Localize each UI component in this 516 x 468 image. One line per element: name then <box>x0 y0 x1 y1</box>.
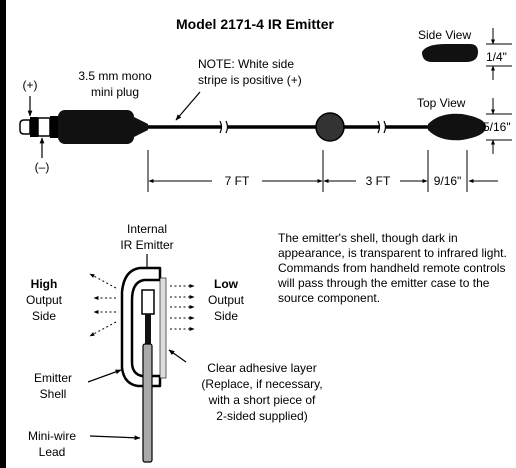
note-line1: NOTE: White side <box>198 57 295 71</box>
high-label-line3: Side <box>31 309 57 323</box>
mini-wire-lead <box>142 343 153 463</box>
shell-label-line2: Shell <box>39 387 67 401</box>
internal-label-line2: IR Emitter <box>120 238 174 252</box>
side-view-dim: 1/4" <box>486 50 507 64</box>
emitter-top-view <box>428 113 486 141</box>
adhesive-line4: 2-sided supplied) <box>216 409 308 423</box>
top-view-label: Top View <box>417 96 466 110</box>
length-dimensions <box>147 150 498 192</box>
dim-three-ft: 3 FT <box>365 174 391 188</box>
top-view-dim: 5/16" <box>483 120 511 134</box>
adhesive-strip <box>159 277 167 379</box>
dim-seven-ft: 7 FT <box>224 174 250 188</box>
side-view-label: Side View <box>418 28 472 42</box>
emitter-leg <box>145 314 151 344</box>
note-arrow <box>175 91 201 121</box>
adhesive-line1: Clear adhesive layer <box>207 361 317 375</box>
adhesive-arrow <box>168 349 187 363</box>
lead-label-line1: Mini-wire <box>28 429 76 443</box>
low-output-rays <box>170 284 195 331</box>
shell-description: The emitter's shell, though dark in appe… <box>278 231 507 305</box>
low-label-line2: Output <box>207 293 245 307</box>
plug-label-line1: 3.5 mm mono <box>78 69 152 83</box>
internal-ir-element <box>141 289 155 315</box>
emitter-shell <box>120 266 162 388</box>
high-output-rays <box>89 273 117 337</box>
minus-label: (–) <box>34 160 50 174</box>
low-label-bold: Low <box>214 277 238 291</box>
diagram-title: Model 2171-4 IR Emitter <box>176 16 334 32</box>
lead-label-line2: Lead <box>38 445 66 459</box>
internal-label-line1: Internal <box>126 222 168 236</box>
left-edge-bar <box>0 0 6 468</box>
plug-label-line2: mini plug <box>90 85 140 99</box>
emitter-side-view <box>422 44 478 62</box>
adhesive-line2: (Replace, if necessary, <box>201 377 323 391</box>
dim-nine-sixteenths: 9/16" <box>433 174 462 188</box>
shell-arrow <box>87 369 122 383</box>
lead-arrow <box>89 435 141 441</box>
adhesive-line3: with a short piece of <box>208 393 316 407</box>
ferrite-bead <box>315 112 345 142</box>
plus-label: (+) <box>22 78 38 92</box>
cable <box>148 120 428 134</box>
shell-label-line1: Emitter <box>33 371 72 385</box>
mini-plug <box>19 110 148 144</box>
high-label-bold: High <box>30 277 58 291</box>
low-label-line3: Side <box>213 309 239 323</box>
note-line2: stripe is positive (+) <box>198 73 302 87</box>
high-label-line2: Output <box>25 293 63 307</box>
